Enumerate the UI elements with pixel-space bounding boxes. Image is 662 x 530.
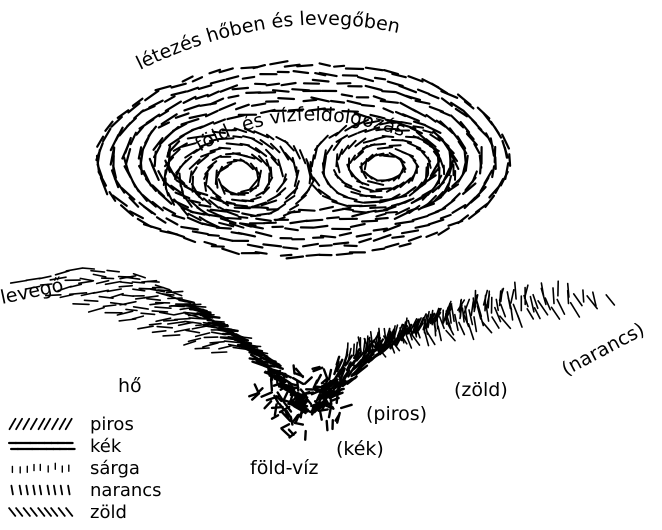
legend-label-piros: piros [90, 414, 134, 435]
legend-label-zold: zöld [90, 502, 127, 523]
legend-swatches [8, 417, 76, 517]
label-fold-viz: föld-víz [250, 457, 319, 479]
upper-double-spiral [95, 60, 512, 260]
label-ho: hő [118, 375, 142, 397]
label-piros: (piros) [366, 403, 427, 425]
legend-label-kek: kék [90, 436, 122, 457]
top-arc-label: létezés hőben és levegőben [133, 8, 402, 75]
label-zold: (zöld) [454, 379, 508, 401]
label-kek: (kék) [336, 438, 384, 460]
legend: piros kék sárga narancs zöld [90, 414, 162, 523]
legend-label-narancs: narancs [90, 480, 162, 501]
label-levego: levegő [0, 274, 65, 309]
lower-wing-fan [9, 267, 616, 441]
legend-label-sarga: sárga [90, 458, 140, 479]
label-narancs: (narancs) [558, 319, 648, 381]
